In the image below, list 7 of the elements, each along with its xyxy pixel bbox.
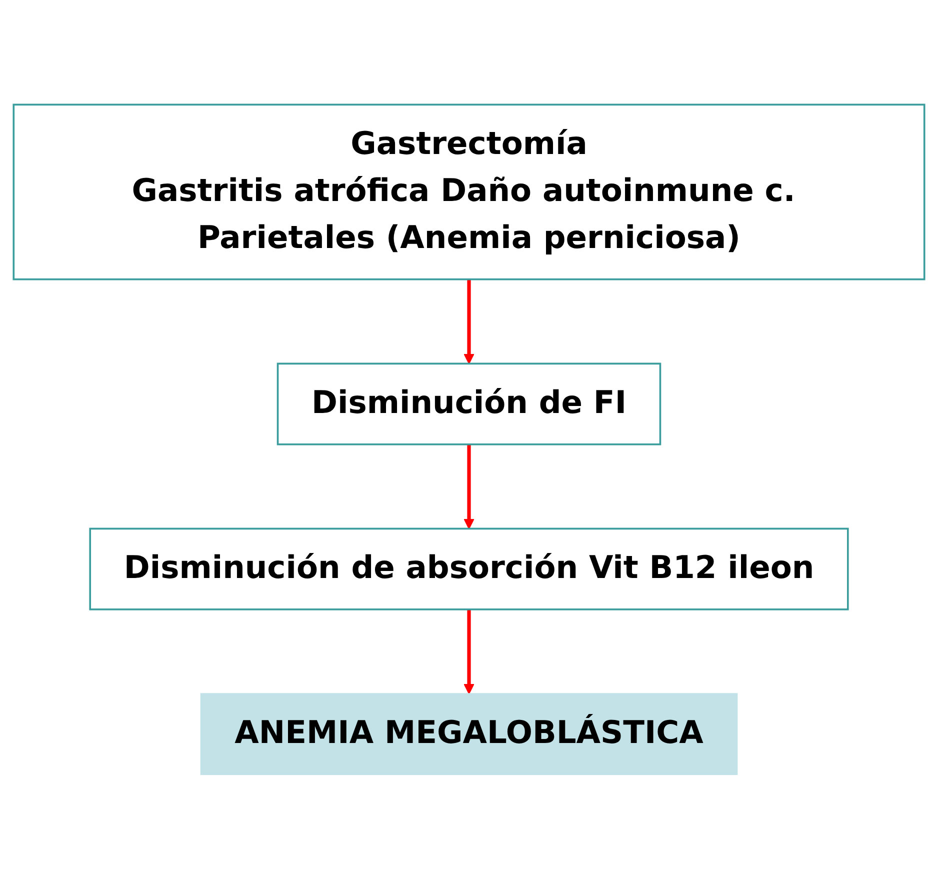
arrow bbox=[464, 444, 474, 530]
node-box: Gastrectomía Gastritis atrófica Daño autoinmune c. Parietales (Anemia perniciosa) bbox=[12, 104, 926, 281]
node-box: ANEMIA MEGALOBLÁSTICA bbox=[200, 694, 738, 776]
node-box: Disminución de absorción Vit B12 ileon bbox=[89, 528, 849, 611]
arrow bbox=[464, 610, 474, 695]
arrow bbox=[464, 280, 474, 365]
node-box: Disminución de FI bbox=[276, 363, 662, 446]
